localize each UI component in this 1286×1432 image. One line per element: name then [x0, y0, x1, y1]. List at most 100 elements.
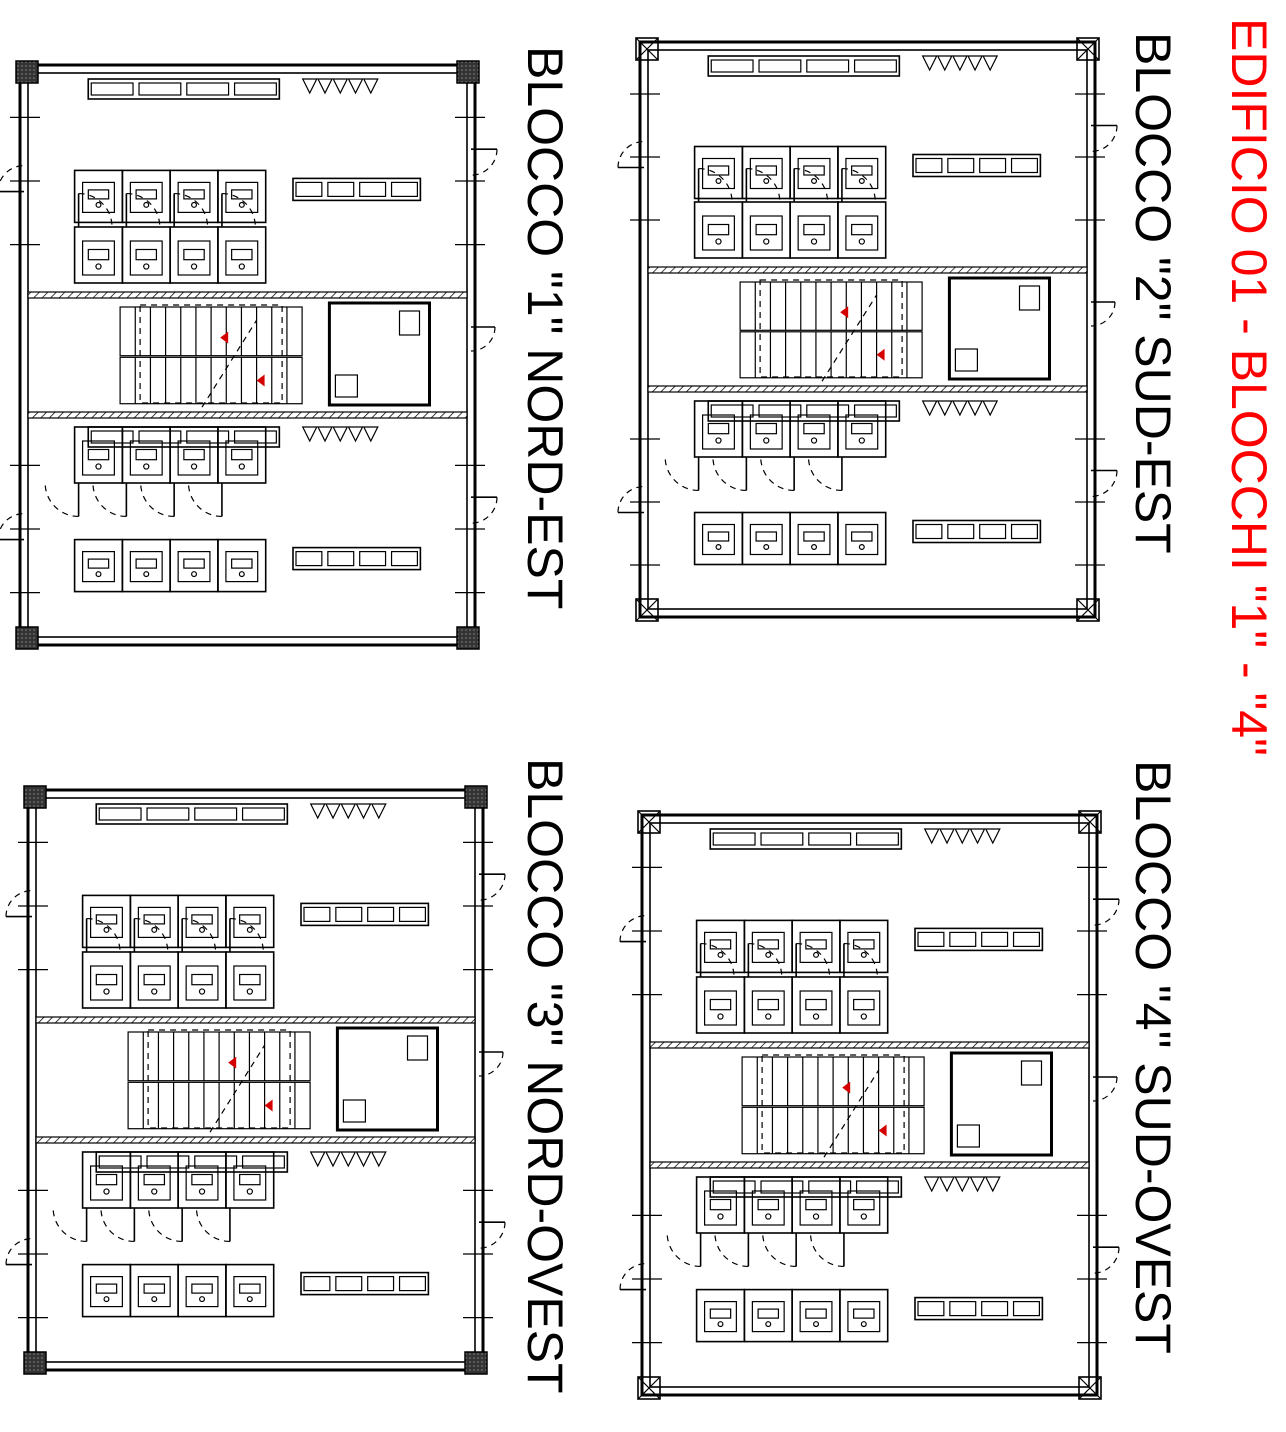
- corner-column: [15, 626, 39, 650]
- toilet-fixture-icon: [129, 181, 163, 213]
- toilet-fixture-icon: [137, 1275, 171, 1308]
- toilet-fixture-icon: [799, 931, 833, 964]
- staircase: [119, 356, 303, 405]
- corner-column: [456, 626, 480, 650]
- door-swing-icon: [793, 167, 829, 203]
- interior-wall-line: [649, 822, 1090, 1388]
- service-fixture-icon: [398, 310, 421, 336]
- sink-counter-icon: [87, 78, 281, 100]
- toilet-stall: [73, 538, 124, 593]
- stair-cut-line: [201, 319, 258, 408]
- staircase: [127, 1031, 311, 1082]
- toilet-fixture-icon: [177, 550, 211, 583]
- door-swing-icon: [1092, 1076, 1118, 1102]
- toilet-fixture-icon: [233, 906, 267, 939]
- door-swing-icon: [714, 1232, 750, 1268]
- toilet-stall: [695, 1288, 746, 1343]
- toilet-stall: [837, 511, 887, 566]
- interior-wall-line: [647, 49, 1088, 610]
- service-sink-icon: [954, 348, 979, 372]
- toilet-fixture-icon: [225, 440, 259, 476]
- toilet-fixture-icon: [81, 550, 115, 583]
- toilet-stall: [789, 511, 839, 566]
- urinal-row-icon: [923, 828, 1001, 845]
- door-swing-icon: [697, 167, 733, 203]
- toilet-stall: [741, 145, 791, 200]
- sink-counter-icon: [914, 927, 1044, 952]
- service-room: [335, 1026, 439, 1132]
- door-swing-icon: [5, 890, 33, 918]
- door-swing-icon: [478, 1221, 506, 1249]
- door-swing-icon: [133, 917, 169, 953]
- door-swing-icon: [77, 192, 113, 228]
- door-swing-icon: [478, 873, 506, 901]
- toilet-fixture-icon: [847, 931, 881, 964]
- service-room: [949, 1051, 1054, 1157]
- toilet-fixture-icon: [799, 1190, 833, 1226]
- exterior-wall: [638, 40, 1097, 619]
- corner-column: [456, 60, 480, 84]
- toilet-stall: [839, 919, 889, 974]
- door-swing-icon: [195, 1207, 231, 1243]
- staircase: [741, 1056, 925, 1107]
- service-sink-icon: [334, 374, 358, 398]
- block-1-label: BLOCCO "1" NORD-EST: [517, 46, 573, 609]
- toilet-stall: [839, 1288, 889, 1343]
- corner-column: [1076, 598, 1100, 622]
- toilet-fixture-icon: [847, 1190, 881, 1226]
- stair-dashed-flight: [139, 304, 283, 404]
- door-swing-icon: [807, 456, 843, 492]
- door-swing-icon: [1090, 301, 1116, 327]
- toilet-fixture-icon: [89, 965, 123, 1001]
- toilet-stall: [217, 226, 267, 284]
- toilet-fixture-icon: [703, 931, 737, 964]
- toilet-stall: [693, 511, 744, 566]
- sink-counter-icon: [912, 153, 1042, 178]
- door-swing-icon: [221, 192, 256, 228]
- stair-direction-arrow: [228, 1056, 237, 1069]
- door-swing-icon: [664, 456, 700, 492]
- door-swing-icon: [760, 456, 795, 492]
- toilet-fixture-icon: [233, 965, 267, 1001]
- staircase: [739, 331, 923, 379]
- toilet-fixture-icon: [701, 523, 735, 556]
- core-wall-bottom: [647, 385, 1088, 393]
- toilet-fixture-icon: [89, 1275, 123, 1308]
- toilet-fixture-icon: [751, 990, 785, 1026]
- stair-direction-arrow: [878, 1124, 887, 1137]
- sink-counter-icon: [87, 426, 281, 448]
- service-fixture-icon: [1018, 285, 1041, 311]
- toilet-fixture-icon: [797, 523, 831, 556]
- urinal-row-icon: [309, 803, 387, 820]
- toilet-stall: [121, 538, 171, 593]
- door-swing-icon: [100, 1207, 136, 1243]
- block-2-label: BLOCCO "2" SUD-EST: [1125, 32, 1181, 554]
- block-3-label: BLOCCO "3" NORD-OVEST: [517, 758, 573, 1394]
- toilet-fixture-icon: [751, 1190, 785, 1226]
- toilet-fixture-icon: [797, 215, 831, 251]
- door-swing-icon: [619, 1263, 647, 1291]
- door-swing-icon: [699, 942, 735, 978]
- door-swing-icon: [0, 165, 25, 193]
- toilet-fixture-icon: [799, 990, 833, 1026]
- sink-counter-icon: [300, 902, 430, 927]
- urinal-row-icon: [921, 55, 999, 72]
- staircase: [741, 1106, 925, 1155]
- toilet-fixture-icon: [185, 906, 219, 939]
- staircase: [739, 281, 923, 331]
- door-swing-icon: [617, 485, 645, 514]
- sink-counter-icon: [912, 519, 1042, 544]
- corner-column: [1078, 1376, 1102, 1400]
- toilet-stall: [177, 894, 227, 949]
- toilet-fixture-icon: [129, 440, 163, 476]
- exterior-wall: [18, 63, 477, 647]
- toilet-fixture-icon: [185, 1165, 219, 1201]
- stair-cut-line: [821, 294, 878, 382]
- sheet-title-text: EDIFICIO 01 - BLOCCHI "1" - "4": [1221, 18, 1277, 756]
- stair-dashed-flight: [147, 1029, 291, 1129]
- sink-counter-icon: [95, 803, 289, 825]
- door-swing-icon: [795, 942, 831, 978]
- corner-column: [23, 1351, 47, 1375]
- core-wall-top: [27, 291, 468, 299]
- door-swing-icon: [52, 1207, 88, 1243]
